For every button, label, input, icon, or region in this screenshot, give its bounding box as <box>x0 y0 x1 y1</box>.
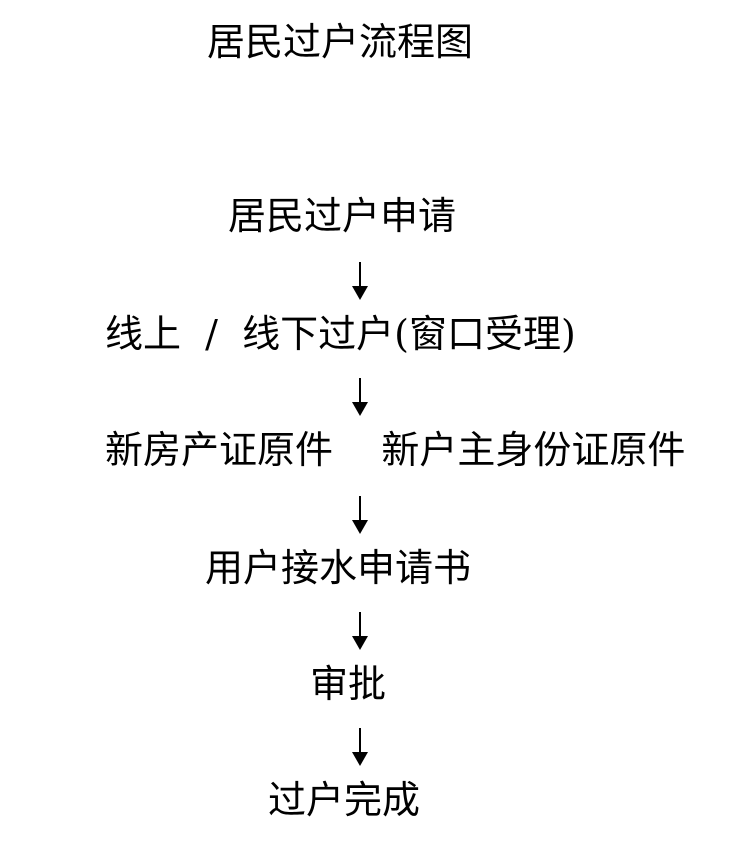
down-arrow-icon <box>350 378 370 418</box>
step-approval: 审批 <box>310 662 387 706</box>
step-application: 居民过户申请 <box>228 194 457 238</box>
down-arrow-icon <box>350 262 370 302</box>
down-arrow-icon <box>350 728 370 768</box>
step-online-offline: 线上 / 线下过户(窗口受理) <box>105 312 576 356</box>
down-arrow-icon <box>350 612 370 652</box>
down-arrow-icon <box>350 496 370 536</box>
step-complete: 过户完成 <box>268 778 421 822</box>
step-documents: 新房产证原件 新户主身份证原件 <box>105 428 686 472</box>
page-title: 居民过户流程图 <box>207 20 474 64</box>
step-water-application: 用户接水申请书 <box>205 546 472 590</box>
